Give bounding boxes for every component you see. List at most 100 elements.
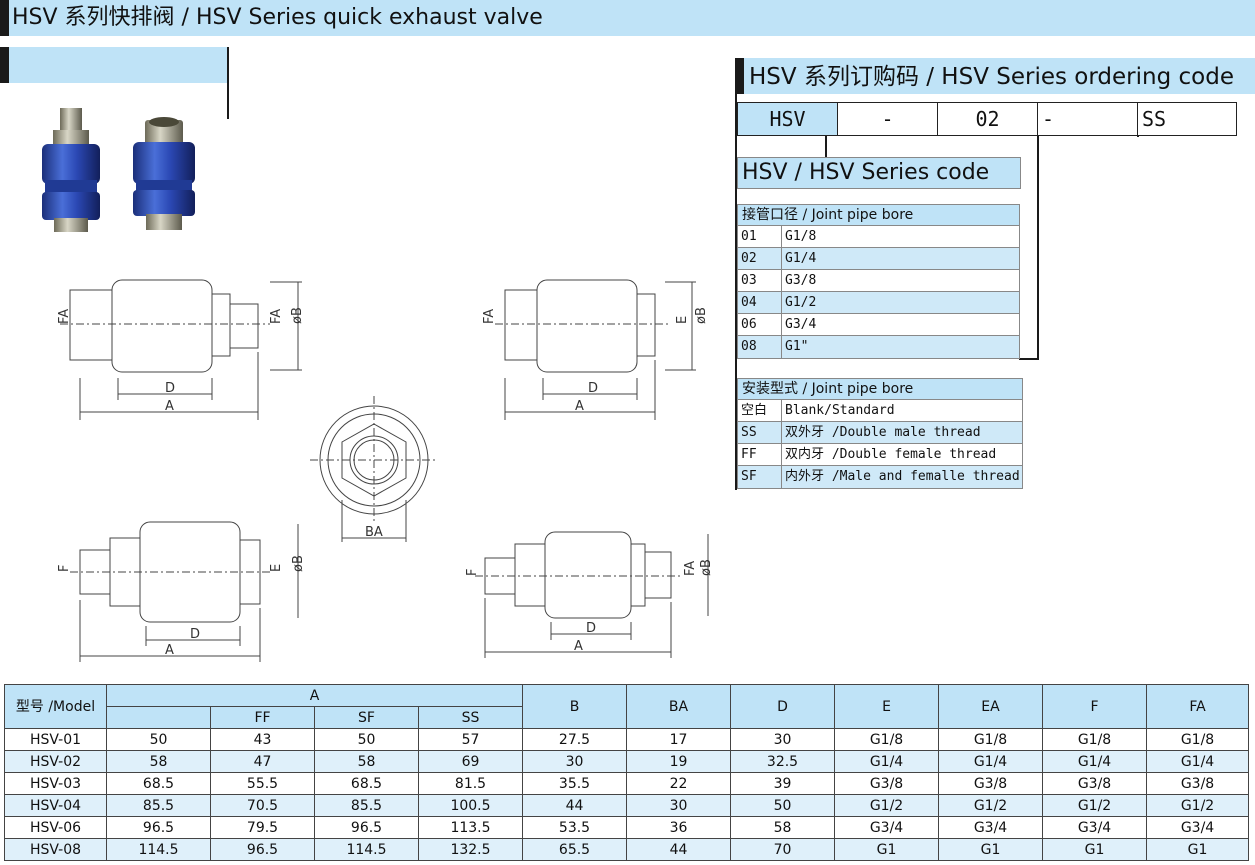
value-cell: G3/4 bbox=[1042, 816, 1148, 839]
value-cell: 70 bbox=[730, 838, 836, 861]
drawing-standard bbox=[60, 279, 302, 420]
header-b: B bbox=[522, 684, 628, 729]
header-a-sf: SF bbox=[314, 706, 419, 729]
value-cell: 55.5 bbox=[210, 772, 315, 795]
value-cell: G1 bbox=[1042, 838, 1148, 861]
label-b-4: øB bbox=[699, 559, 714, 576]
mount-value: 内外牙 /Male and femalle thread bbox=[785, 469, 1020, 484]
label-a-2: A bbox=[575, 399, 584, 414]
value-cell: 132.5 bbox=[417, 838, 524, 861]
label-fa-1: FA bbox=[57, 309, 72, 324]
value-cell: 32.5 bbox=[730, 750, 836, 773]
value-cell: 36 bbox=[626, 816, 732, 839]
mount-code: SF bbox=[738, 466, 782, 488]
value-cell: G3/4 bbox=[834, 816, 940, 839]
label-fa-4: FA bbox=[683, 561, 698, 576]
page-title: HSV 系列快排阀 / HSV Series quick exhaust val… bbox=[12, 5, 543, 30]
value-cell: 114.5 bbox=[106, 838, 211, 861]
label-fa-3: FA bbox=[482, 309, 497, 324]
dimension-drawings: FA FA øB D A FA E øB D A BA F E øB D A F… bbox=[57, 279, 714, 662]
value-cell: G1 bbox=[834, 838, 940, 861]
model-cell: HSV-01 bbox=[4, 728, 107, 751]
mount-code: 空白 bbox=[738, 400, 782, 421]
value-cell: 68.5 bbox=[314, 772, 419, 795]
code-series: HSV bbox=[738, 103, 838, 135]
value-cell: 30 bbox=[522, 750, 628, 773]
header-a-std bbox=[106, 706, 211, 729]
header-a: A bbox=[105, 684, 524, 707]
subbar-divider bbox=[227, 47, 229, 119]
header-ba: BA bbox=[626, 684, 732, 729]
value-cell: 35.5 bbox=[522, 772, 628, 795]
model-cell: HSV-02 bbox=[4, 750, 107, 773]
value-cell: 114.5 bbox=[314, 838, 419, 861]
series-code-label: HSV / HSV Series code bbox=[742, 160, 990, 185]
value-cell: G1 bbox=[938, 838, 1044, 861]
header-ea: EA bbox=[938, 684, 1044, 729]
mount-code: FF bbox=[738, 444, 782, 465]
code-dash-1: - bbox=[838, 103, 938, 135]
value-cell: G1/4 bbox=[834, 750, 940, 773]
label-ba: BA bbox=[365, 525, 383, 540]
value-cell: 19 bbox=[626, 750, 732, 773]
connector-bore-v bbox=[1037, 136, 1039, 360]
label-d-4: D bbox=[586, 621, 596, 636]
value-cell: 58 bbox=[730, 816, 836, 839]
value-cell: G1/4 bbox=[1042, 750, 1148, 773]
bore-code: 03 bbox=[738, 270, 782, 291]
header-a-ss: SS bbox=[417, 706, 524, 729]
bore-value: G3/4 bbox=[785, 317, 817, 332]
bore-code: 02 bbox=[738, 248, 782, 269]
value-cell: 30 bbox=[626, 794, 732, 817]
mount-value: 双外牙 /Double male thread bbox=[785, 425, 981, 440]
product-photo bbox=[42, 108, 195, 232]
dimension-table: 型号 /Model A B BA D E EA F FA FF SF SS HS… bbox=[4, 684, 1250, 861]
value-cell: G3/8 bbox=[834, 772, 940, 795]
bore-value: G3/8 bbox=[785, 273, 817, 288]
bore-value: G1/2 bbox=[785, 295, 817, 310]
value-cell: 100.5 bbox=[417, 794, 524, 817]
value-cell: G1 bbox=[1146, 838, 1250, 861]
value-cell: G1/2 bbox=[1042, 794, 1148, 817]
value-cell: G1/8 bbox=[938, 728, 1044, 751]
header-fa: FA bbox=[1146, 684, 1250, 729]
label-e-1: E bbox=[675, 316, 690, 324]
ordering-marker bbox=[735, 58, 744, 94]
value-cell: G1/2 bbox=[1146, 794, 1250, 817]
drawing-end-view bbox=[310, 396, 438, 542]
value-cell: 44 bbox=[626, 838, 732, 861]
value-cell: G1/8 bbox=[1042, 728, 1148, 751]
header-marker bbox=[0, 0, 9, 36]
value-cell: 68.5 bbox=[106, 772, 211, 795]
label-a-1: A bbox=[165, 399, 174, 414]
label-b-2: øB bbox=[694, 307, 709, 324]
header-e: E bbox=[834, 684, 940, 729]
label-d-2: D bbox=[588, 381, 598, 396]
value-cell: G1/2 bbox=[834, 794, 940, 817]
value-cell: 58 bbox=[106, 750, 211, 773]
value-cell: 81.5 bbox=[417, 772, 524, 795]
value-cell: G1/4 bbox=[1146, 750, 1250, 773]
value-cell: 17 bbox=[626, 728, 732, 751]
connector-bore-h bbox=[1019, 358, 1039, 360]
value-cell: 47 bbox=[210, 750, 315, 773]
model-cell: HSV-06 bbox=[4, 816, 107, 839]
value-cell: G3/8 bbox=[1146, 772, 1250, 795]
header-a-ff: FF bbox=[210, 706, 315, 729]
mount-options-title: 安装型式 / Joint pipe bore bbox=[738, 379, 1022, 400]
mount-value: Blank/Standard bbox=[785, 403, 895, 418]
value-cell: 44 bbox=[522, 794, 628, 817]
